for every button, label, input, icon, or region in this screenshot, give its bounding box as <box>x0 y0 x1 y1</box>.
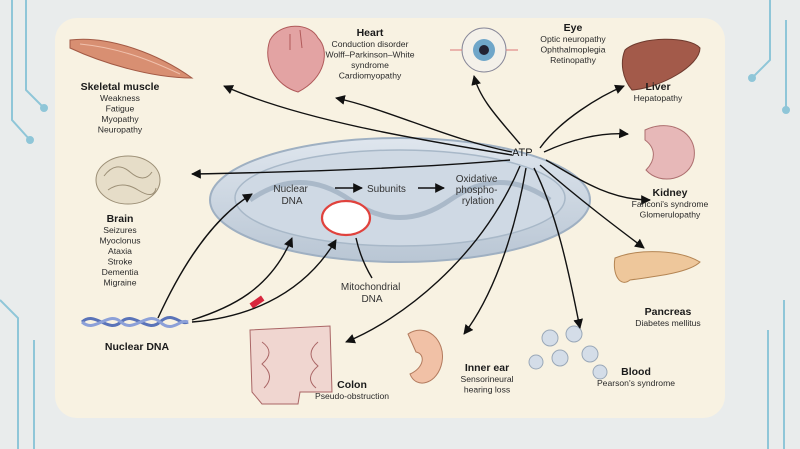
colon-illustration <box>249 325 333 405</box>
liver-item: Hepatopathy <box>634 93 683 103</box>
brain-title: Brain <box>107 213 134 225</box>
skeletal-item: Weakness <box>100 93 140 103</box>
nucleardna-label-group: Nuclear DNA <box>105 341 170 353</box>
brain-item: Stroke <box>108 257 133 267</box>
eye-item: Retinopathy <box>550 55 597 65</box>
skeletal-item: Fatigue <box>106 104 135 114</box>
pancreas-title: Pancreas <box>645 306 692 318</box>
oxphos-label: Oxidative phospho- rylation <box>456 174 500 207</box>
liver-title: Liver <box>645 81 670 93</box>
pancreas-illustration <box>613 251 701 283</box>
heart-item: syndrome <box>351 60 389 70</box>
subunits-label: Subunits <box>367 184 406 195</box>
innerear-title: Inner ear <box>465 362 509 374</box>
heart-illustration <box>267 25 325 93</box>
skeletal-item: Neuropathy <box>98 125 143 135</box>
dna-helix-illustration <box>80 316 189 328</box>
colon-item: Pseudo-obstruction <box>315 391 389 401</box>
kidney-item: Fanconi's syndrome <box>632 199 709 209</box>
skeletal-muscle-illustration <box>69 38 194 79</box>
inner-ear-illustration <box>407 329 443 384</box>
connection-arrows <box>157 75 651 344</box>
eye-illustration <box>450 27 518 73</box>
heart-item: Conduction disorder <box>332 39 409 49</box>
innerear-item: Sensorineural <box>460 374 513 384</box>
brain-illustration <box>95 155 161 205</box>
brain-item: Migraine <box>104 278 137 288</box>
pancreas-item: Diabetes mellitus <box>635 318 700 328</box>
innerear-item: hearing loss <box>464 385 510 395</box>
heart-item: Cardiomyopathy <box>339 71 402 81</box>
brain-item: Dementia <box>102 267 139 277</box>
brain-item: Seizures <box>103 225 136 235</box>
skeletal-title: Skeletal muscle <box>81 81 160 93</box>
brain-item: Ataxia <box>108 246 132 256</box>
kidney-item: Glomerulopathy <box>640 210 701 220</box>
mito-dna-ring <box>320 199 372 237</box>
mutation-block <box>249 295 265 309</box>
eye-item: Optic neuropathy <box>540 34 606 44</box>
skeletal-label-group: Skeletal muscleWeaknessFatigueMyopathyNe… <box>81 81 160 135</box>
blood-item: Pearson's syndrome <box>597 378 675 388</box>
heart-title: Heart <box>357 27 384 39</box>
skeletal-item: Myopathy <box>101 114 139 124</box>
liver-illustration <box>621 38 701 91</box>
atp-label: ATP <box>512 147 533 159</box>
brain-label-group: BrainSeizuresMyoclonusAtaxiaStrokeDement… <box>99 213 140 288</box>
blood-title: Blood <box>621 366 651 378</box>
brain-item: Myoclonus <box>99 236 140 246</box>
mito-dna-label: Mitochondrial DNA <box>341 282 403 305</box>
heart-item: Wolff–Parkinson–White <box>325 50 414 60</box>
mitochondrion <box>209 137 591 263</box>
eye-item: Ophthalmoplegia <box>541 45 606 55</box>
blood-illustration <box>528 325 608 380</box>
kidney-illustration <box>644 125 695 180</box>
nucleardna-title: Nuclear DNA <box>105 341 170 353</box>
eye-title: Eye <box>564 22 583 34</box>
nuclear-dna-inner-label: Nuclear DNA <box>273 184 310 207</box>
colon-title: Colon <box>337 379 367 391</box>
kidney-title: Kidney <box>652 187 687 199</box>
